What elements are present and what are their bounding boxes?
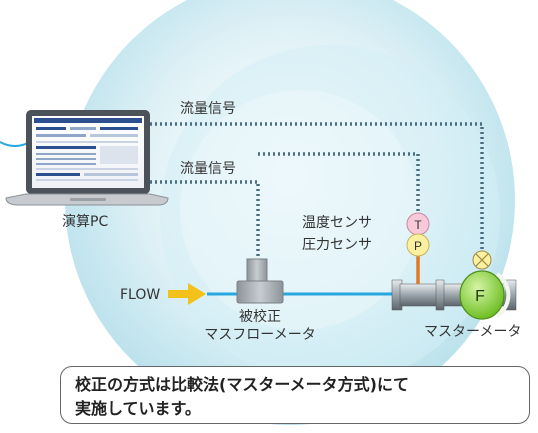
flow-label: FLOW	[120, 287, 161, 303]
background-circle-inner	[180, 90, 420, 330]
dut-mass-flow-meter	[236, 258, 284, 304]
dut-label-line1: 被校正	[239, 309, 281, 325]
signal-lines	[150, 122, 484, 258]
sensor-t-letter: T	[414, 218, 422, 232]
laptop-icon	[5, 110, 169, 206]
dut-label-line2: マスフローメータ	[204, 327, 316, 343]
signal-line-sensor	[258, 152, 420, 223]
sensor-p-letter: P	[414, 239, 422, 253]
signal-label-top: 流量信号	[180, 101, 236, 117]
master-meter	[459, 250, 511, 320]
master-meter-letter: F	[475, 288, 485, 305]
master-meter-label: マスターメータ	[424, 324, 522, 340]
caption-line2: 実施しています。	[75, 399, 201, 418]
caption-box: 校正の方式は比較法(マスターメータ方式)にて 実施しています。	[60, 366, 530, 424]
pc-label: 演算PC	[62, 214, 109, 230]
temperature-sensor-label: 温度センサ	[302, 215, 372, 231]
signal-line-top	[150, 122, 484, 253]
pressure-sensor-label: 圧力センサ	[302, 237, 372, 253]
pc-link-arc	[0, 141, 31, 147]
signal-line-mid	[150, 180, 260, 258]
arrow-right-icon	[168, 283, 206, 305]
caption-line1: 校正の方式は比較法(マスターメータ方式)にて	[75, 375, 409, 394]
pressure-sensor	[406, 233, 430, 257]
signal-label-mid: 流量信号	[180, 161, 236, 177]
